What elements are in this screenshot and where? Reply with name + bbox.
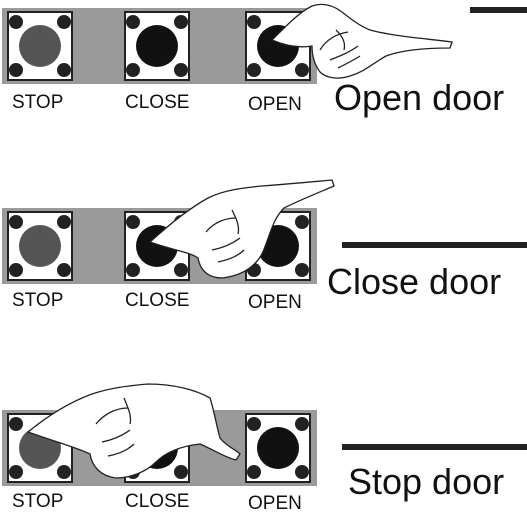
row-open: STOP CLOSE OPEN Open door — [2, 3, 527, 118]
stop-button[interactable] — [7, 211, 73, 281]
stop-label: STOP — [12, 92, 63, 113]
row-stop: STOP CLOSE OPEN Stop door — [2, 383, 527, 514]
open-label: OPEN — [248, 493, 302, 514]
open-label: OPEN — [248, 292, 302, 313]
action-caption: Open door — [334, 77, 504, 118]
door-edge-line — [470, 7, 527, 13]
open-label: OPEN — [248, 94, 302, 115]
row-close: STOP CLOSE OPEN Close door — [2, 179, 527, 313]
pointing-hand-icon — [148, 179, 335, 279]
stop-label: STOP — [12, 491, 63, 512]
pointing-hand-icon — [270, 3, 453, 79]
close-label: CLOSE — [125, 491, 189, 512]
pointing-hand-icon — [26, 383, 241, 479]
close-label: CLOSE — [125, 92, 189, 113]
open-button[interactable] — [245, 413, 311, 483]
stop-label: STOP — [12, 290, 63, 311]
close-label: CLOSE — [125, 290, 189, 311]
door-edge-line — [342, 242, 527, 248]
action-caption: Stop door — [348, 461, 504, 502]
close-button[interactable] — [124, 11, 190, 81]
door-edge-line — [342, 444, 527, 450]
stop-button[interactable] — [7, 11, 73, 81]
action-caption: Close door — [327, 261, 501, 302]
